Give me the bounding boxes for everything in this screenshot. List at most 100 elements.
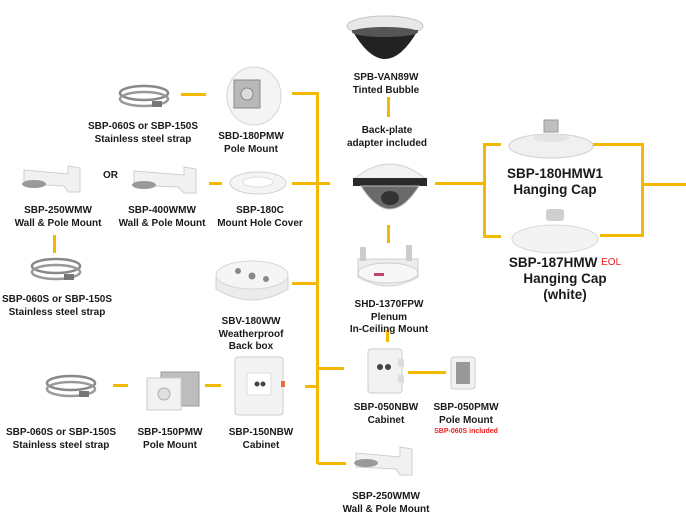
note-line: adapter included xyxy=(347,138,427,151)
wall-mount-250-bottom-image xyxy=(352,445,418,481)
model: SBP-187HMW xyxy=(509,255,598,270)
connector xyxy=(483,235,501,238)
desc: Back box xyxy=(219,341,284,354)
pole-mount-150-label: SBP-150PMW Pole Mount xyxy=(137,427,202,452)
tinted-bubble-label: SPB-VAN89W Tinted Bubble xyxy=(353,72,419,97)
desc: Hanging Cap xyxy=(507,182,603,198)
model: SBP-400WMW xyxy=(119,205,206,218)
note-line: Back-plate xyxy=(347,125,427,138)
strap-top-label: SBP-060S or SBP-150S Stainless steel str… xyxy=(88,121,198,146)
connector xyxy=(113,384,128,387)
pole-mount-150-image xyxy=(143,368,203,412)
hanging-cap-2-image xyxy=(510,207,600,257)
model: SHD-1370FPW xyxy=(350,299,428,312)
plenum-mount-image xyxy=(352,245,424,295)
connector xyxy=(209,182,222,185)
desc: Stainless steel strap xyxy=(6,440,116,453)
connector xyxy=(205,384,221,387)
or-label: OR xyxy=(103,170,118,181)
desc: Weatherproof xyxy=(219,329,284,342)
model: SBP-060S or SBP-150S xyxy=(6,427,116,440)
connector xyxy=(641,143,644,237)
plenum-label: SHD-1370FPW Plenum In-Ceiling Mount xyxy=(350,299,428,337)
pole-mount-050-image xyxy=(449,355,477,391)
connector xyxy=(435,182,485,185)
strap-mid-image xyxy=(30,256,82,286)
model: SBP-050NBW xyxy=(354,402,418,415)
desc: Wall & Pole Mount xyxy=(119,218,206,231)
model: SBP-150PMW xyxy=(137,427,202,440)
connector xyxy=(292,92,318,95)
pole-mount-180-label: SBD-180PMW Pole Mount xyxy=(218,131,284,156)
cabinet-050-label: SBP-050NBW Cabinet xyxy=(354,402,418,427)
strap-bottom-label: SBP-060S or SBP-150S Stainless steel str… xyxy=(6,427,116,452)
model: SBP-180C xyxy=(217,205,303,218)
model: SBV-180WW xyxy=(219,316,284,329)
back-box-label: SBV-180WW Weatherproof Back box xyxy=(219,316,284,354)
model: SBP-250WMW xyxy=(343,491,430,504)
connector xyxy=(483,143,501,146)
desc: Stainless steel strap xyxy=(2,307,112,320)
model: SBP-050PMW xyxy=(433,402,498,415)
cabinet-050-image xyxy=(364,347,408,397)
cabinet-150-label: SBP-150NBW Cabinet xyxy=(229,427,293,452)
model: SBP-180HMW1 xyxy=(507,166,603,182)
cabinet-150-image xyxy=(233,355,287,419)
connector xyxy=(318,367,344,370)
connector xyxy=(292,282,318,285)
connector xyxy=(318,462,346,465)
connector xyxy=(387,97,390,117)
desc: Mount Hole Cover xyxy=(217,218,303,231)
desc: Wall & Pole Mount xyxy=(343,504,430,516)
desc: Pole Mount xyxy=(218,144,284,157)
desc: Stainless steel strap xyxy=(88,134,198,147)
connector xyxy=(600,234,643,237)
eol-badge: EOL xyxy=(601,257,621,268)
tinted-bubble-image xyxy=(340,10,430,75)
wall-mount-250-left-label: SBP-250WMW Wall & Pole Mount xyxy=(15,205,102,230)
wall-mount-400-image xyxy=(130,163,202,199)
wall-mount-250-bottom-label: SBP-250WMW Wall & Pole Mount xyxy=(343,491,430,516)
strap-mid-label: SBP-060S or SBP-150S Stainless steel str… xyxy=(2,294,112,319)
camera-note: Back-plate adapter included xyxy=(347,125,427,150)
connector xyxy=(292,182,330,185)
connector xyxy=(408,371,446,374)
connector xyxy=(387,225,390,243)
hanging-cap-1-image xyxy=(506,118,596,160)
connector xyxy=(181,93,206,96)
desc: Hanging Cap xyxy=(509,271,621,287)
desc: Cabinet xyxy=(229,440,293,453)
connector xyxy=(593,143,643,146)
connector xyxy=(53,235,56,253)
desc: Pole Mount xyxy=(433,415,498,428)
desc: Wall & Pole Mount xyxy=(15,218,102,231)
hole-cover-image xyxy=(228,170,288,196)
desc: In-Ceiling Mount xyxy=(350,324,428,337)
pole-mount-050-label: SBP-050PMW Pole Mount SBP-060S included xyxy=(433,402,498,436)
back-box-image xyxy=(214,259,290,309)
model: SBP-060S or SBP-150S xyxy=(88,121,198,134)
desc: Cabinet xyxy=(354,415,418,428)
connector xyxy=(483,143,486,238)
hanging-cap-1-label: SBP-180HMW1 Hanging Cap xyxy=(507,166,603,198)
hanging-cap-2-label: SBP-187HMW EOL Hanging Cap (white) xyxy=(509,255,621,303)
hole-cover-label: SBP-180C Mount Hole Cover xyxy=(217,205,303,230)
bus-vertical xyxy=(316,92,319,464)
model: SBP-150NBW xyxy=(229,427,293,440)
model: SBP-250WMW xyxy=(15,205,102,218)
strap-top-image xyxy=(118,83,170,113)
dome-camera-image xyxy=(345,150,435,225)
pole-mount-180-image xyxy=(222,64,282,126)
model: SPB-VAN89W xyxy=(353,72,419,85)
desc: Pole Mount xyxy=(137,440,202,453)
desc: Plenum xyxy=(350,312,428,325)
desc: (white) xyxy=(509,287,621,303)
connector xyxy=(305,385,318,388)
model: SBP-060S or SBP-150S xyxy=(2,294,112,307)
desc: Tinted Bubble xyxy=(353,85,419,98)
wall-mount-250-left-image xyxy=(20,162,86,198)
wall-mount-400-label: SBP-400WMW Wall & Pole Mount xyxy=(119,205,206,230)
included-note: SBP-060S included xyxy=(433,427,498,436)
strap-bottom-image xyxy=(45,373,97,403)
model: SBD-180PMW xyxy=(218,131,284,144)
